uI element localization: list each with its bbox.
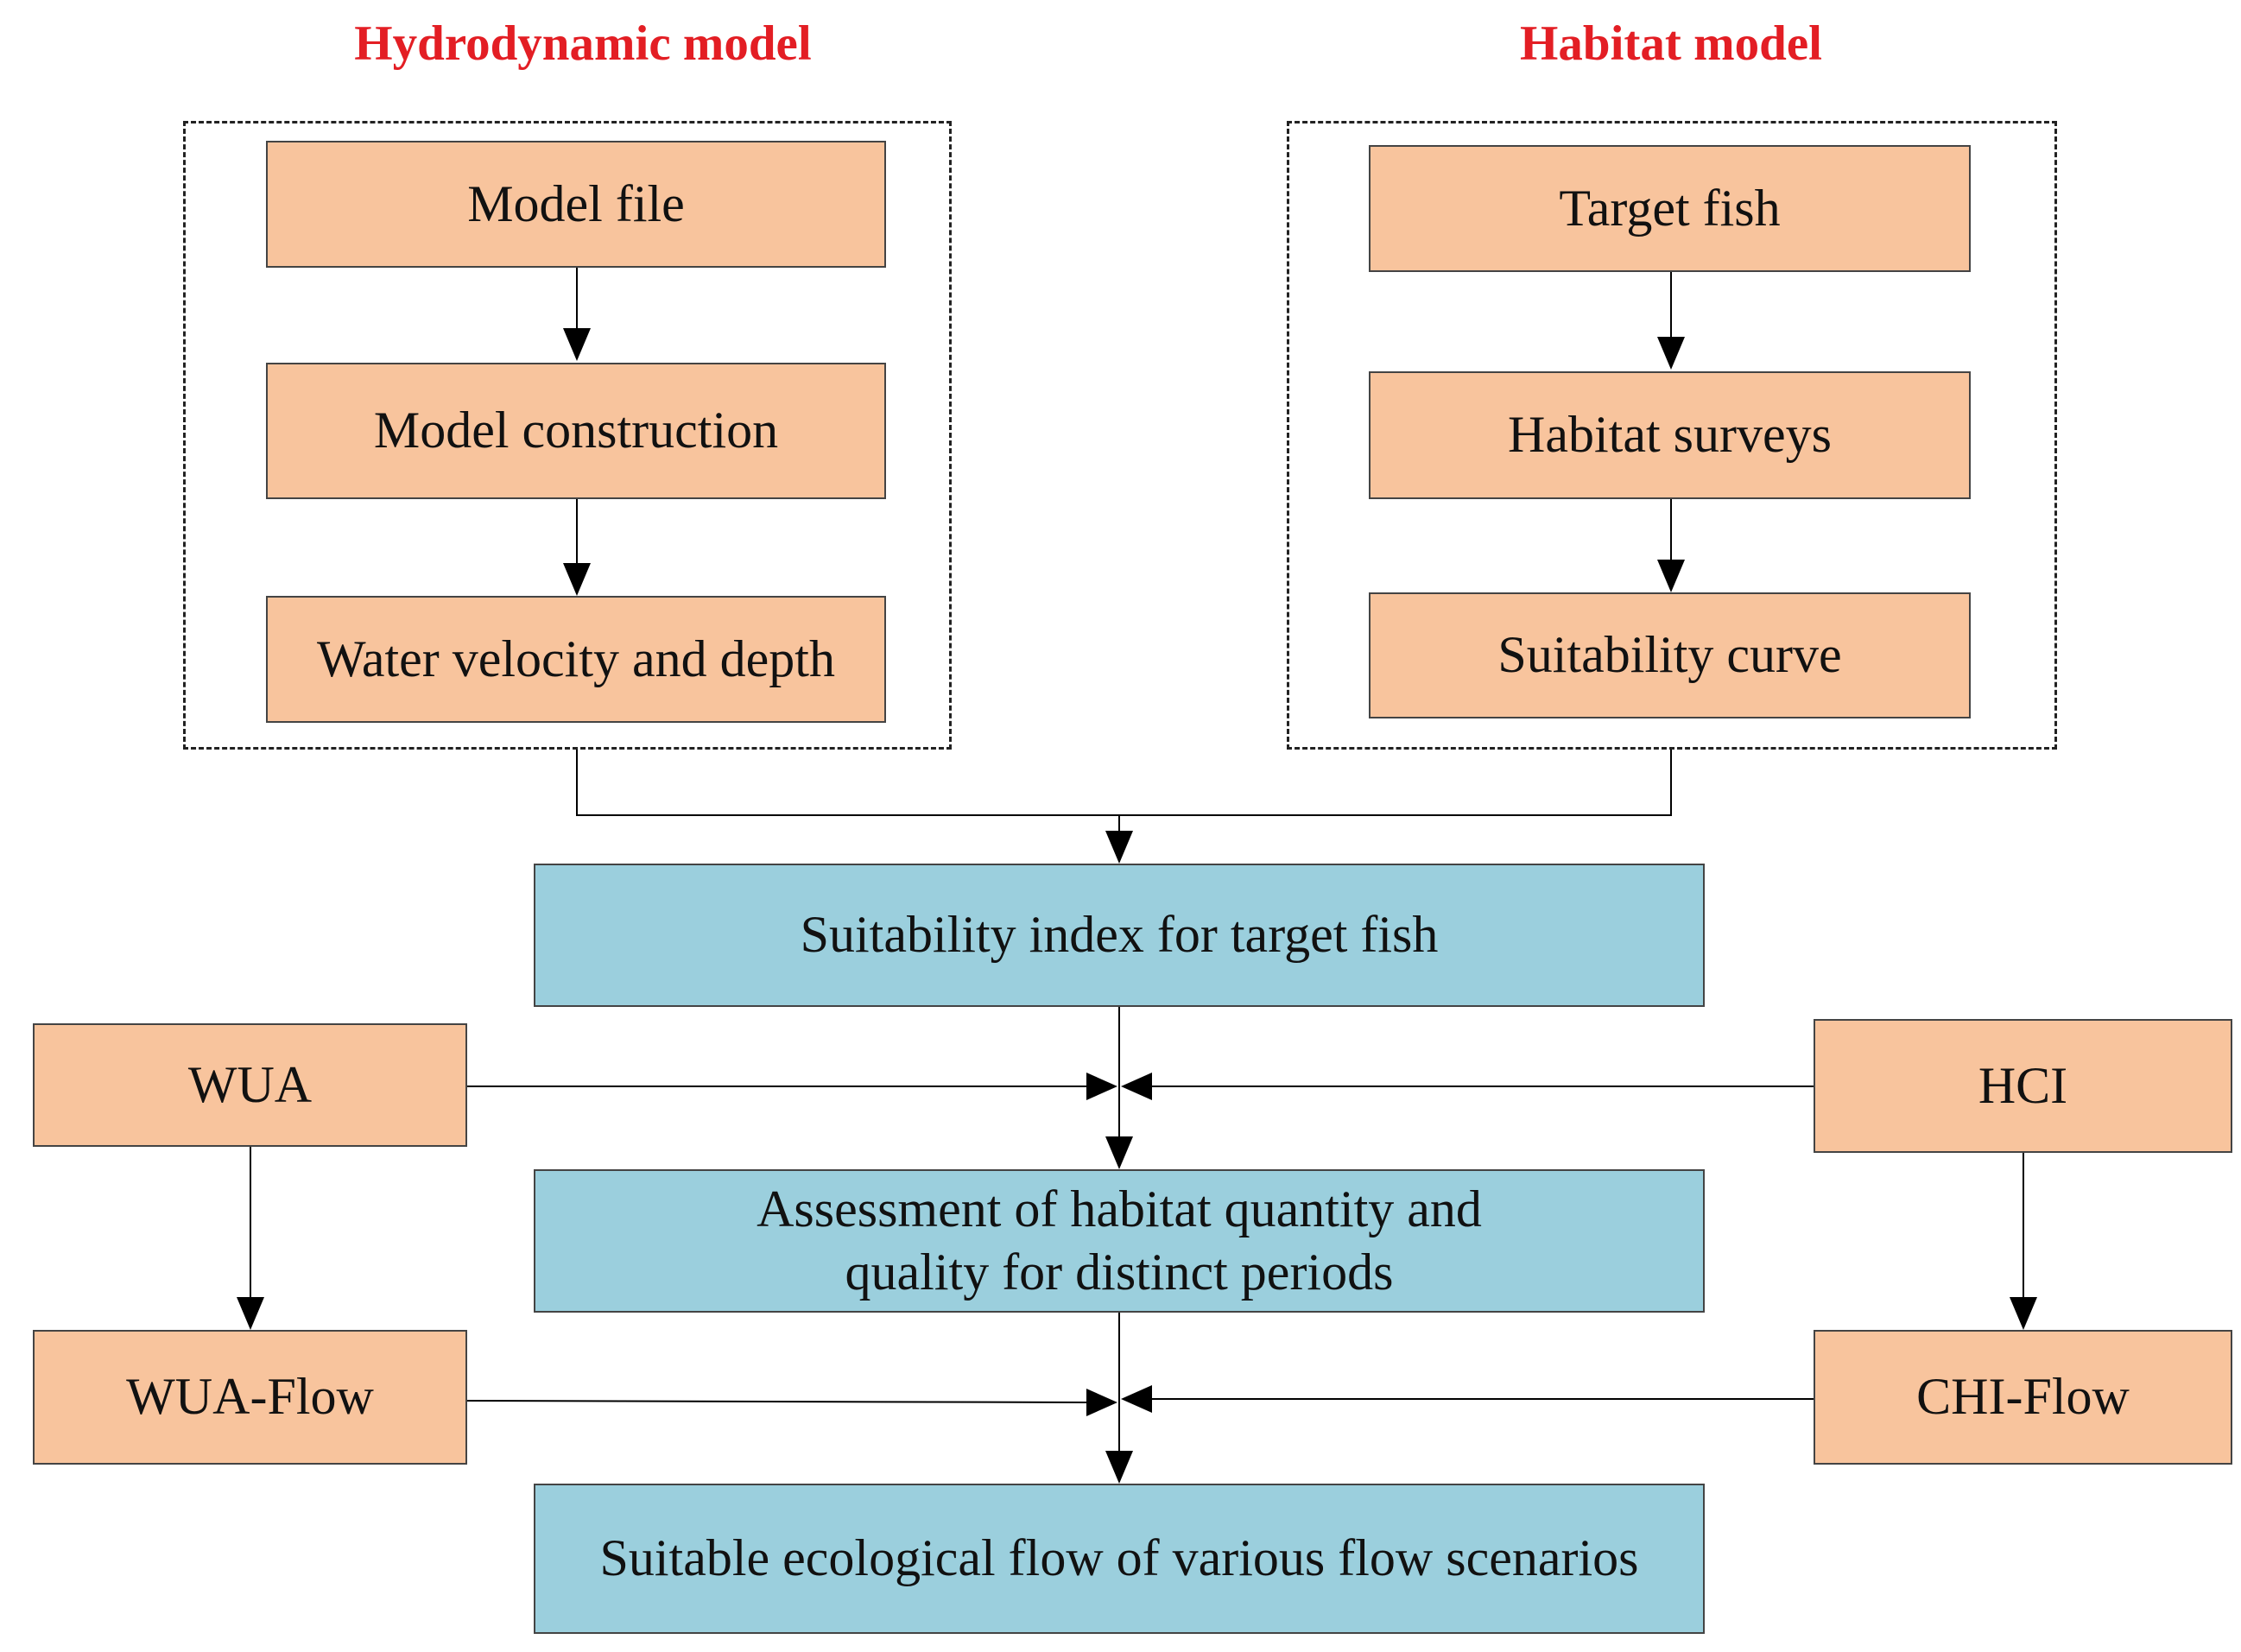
wua-flow-label: WUA-Flow [126,1368,374,1426]
ecological-flow-box: Suitable ecological flow of various flow… [534,1484,1705,1634]
model-file-box: Model file [266,141,886,268]
model-file-label: Model file [467,174,685,232]
water-velocity-depth-box: Water velocity and depth [266,596,886,723]
hydrodynamic-model-group [183,121,952,750]
ecological-flow-label: Suitable ecological flow of various flow… [599,1529,1639,1587]
hydrodynamic-model-title: Hydrodynamic model [354,16,812,71]
assessment-box: Assessment of habitat quantity and quali… [534,1169,1705,1313]
model-construction-box: Model construction [266,363,886,499]
hci-label: HCI [1978,1056,2068,1114]
model-construction-label: Model construction [373,402,779,459]
target-fish-label: Target fish [1559,179,1781,237]
chi-flow-box: CHI-Flow [1814,1330,2232,1465]
suitability-curve-label: Suitability curve [1497,626,1842,684]
suitability-curve-box: Suitability curve [1369,592,1971,718]
habitat-surveys-label: Habitat surveys [1508,406,1832,464]
suitability-index-label: Suitability index for target fish [800,906,1439,964]
suitability-index-box: Suitability index for target fish [534,864,1705,1007]
hci-box: HCI [1814,1019,2232,1153]
habitat-model-group [1287,121,2057,750]
assessment-label: Assessment of habitat quantity and quali… [756,1180,1482,1301]
water-velocity-depth-label: Water velocity and depth [317,630,835,687]
wua-box: WUA [33,1023,467,1147]
habitat-model-title: Habitat model [1520,16,1822,71]
wua-flow-box: WUA-Flow [33,1330,467,1465]
chi-flow-label: CHI-Flow [1916,1368,2130,1426]
wua-label: WUA [187,1055,313,1113]
habitat-surveys-box: Habitat surveys [1369,371,1971,499]
target-fish-box: Target fish [1369,145,1971,272]
